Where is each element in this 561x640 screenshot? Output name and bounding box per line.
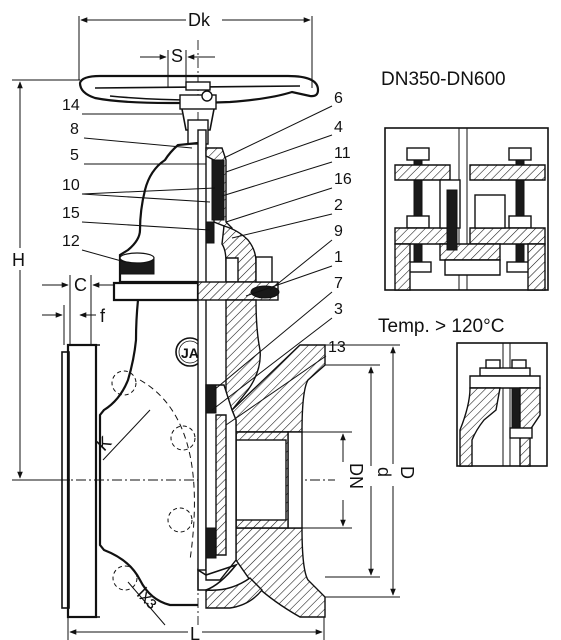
dk-dimension: Dk (78, 9, 313, 88)
part-10: 10 (62, 177, 80, 194)
part-13: 13 (328, 339, 346, 356)
temp-note-label: Temp. > 120°C (378, 316, 504, 337)
bolt-hole-dimension: lxɜ (127, 581, 166, 626)
dk-label: Dk (188, 10, 211, 30)
l-label: L (190, 624, 200, 640)
bolt-holes (111, 370, 196, 591)
part-14: 14 (62, 97, 80, 114)
part-3: 3 (334, 301, 343, 318)
part-7: 7 (334, 275, 343, 292)
detail-inset-high-temp (456, 342, 548, 467)
part-6: 6 (334, 90, 343, 107)
part-callouts: 14 8 5 10 15 12 6 4 11 16 2 9 1 7 3 13 (62, 90, 352, 426)
part-9: 9 (334, 223, 343, 240)
d-small-label: d (374, 467, 394, 477)
bonnet-body-left (98, 141, 200, 607)
f-label: f (100, 306, 106, 326)
size-range-label: DN350-DN600 (381, 69, 506, 90)
bolt-hole-label: lxɜ (133, 584, 162, 613)
part-11: 11 (334, 145, 351, 162)
ja-logo: JA (175, 337, 205, 367)
part-12: 12 (62, 233, 80, 250)
c-f-dimension: C f (42, 275, 115, 345)
d-large-label: D (397, 466, 417, 479)
c-label: C (74, 275, 87, 295)
dn-label: DN (346, 463, 366, 489)
part-5: 5 (70, 147, 79, 164)
part-16: 16 (334, 171, 352, 188)
section-right (197, 129, 326, 618)
part-15: 15 (62, 205, 80, 222)
part-4: 4 (334, 119, 343, 136)
detail-inset-dn350-600 (384, 127, 549, 291)
part-2: 2 (334, 197, 343, 214)
logo-text: JA (181, 345, 199, 361)
part-8: 8 (70, 121, 79, 138)
dn-d-d-dimension: DN d D (300, 344, 417, 598)
h-label: H (12, 250, 25, 270)
part-1: 1 (334, 249, 343, 266)
s-label: S (171, 46, 183, 66)
k-dimension: K (93, 409, 151, 461)
left-flange (61, 343, 100, 619)
